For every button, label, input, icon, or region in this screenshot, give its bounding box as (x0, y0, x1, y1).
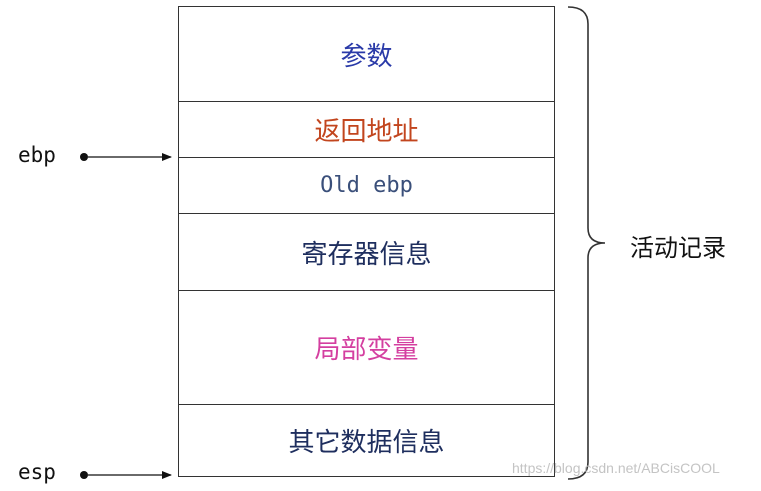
frame-register-info: 寄存器信息 (179, 214, 554, 291)
activation-record-brace (567, 6, 606, 480)
activation-record-label: 活动记录 (630, 234, 726, 262)
frame-parameters: 参数 (179, 7, 554, 102)
frame-old-ebp: Old ebp (179, 158, 554, 214)
frame-local-variables: 局部变量 (179, 291, 554, 405)
ebp-arrow (80, 153, 172, 161)
esp-arrow (80, 471, 172, 479)
esp-pointer-label: esp (18, 460, 56, 484)
stack-frame-diagram: 参数 返回地址 Old ebp 寄存器信息 局部变量 其它数据信息 (178, 6, 555, 477)
watermark-text: https://blog.csdn.net/ABCisCOOL (512, 460, 720, 476)
frame-old-ebp-label: Old ebp (320, 173, 413, 198)
frame-register-info-label: 寄存器信息 (301, 239, 432, 270)
frame-local-variables-label: 局部变量 (314, 335, 419, 365)
frame-other-data: 其它数据信息 (179, 405, 554, 476)
frame-other-data-label: 其它数据信息 (288, 428, 445, 458)
frame-return-address: 返回地址 (179, 102, 554, 158)
frame-return-address-label: 返回地址 (314, 117, 419, 147)
esp-dot (80, 471, 88, 479)
ebp-pointer-label: ebp (18, 143, 56, 167)
ebp-dot (80, 153, 88, 161)
frame-parameters-label: 参数 (340, 41, 393, 72)
